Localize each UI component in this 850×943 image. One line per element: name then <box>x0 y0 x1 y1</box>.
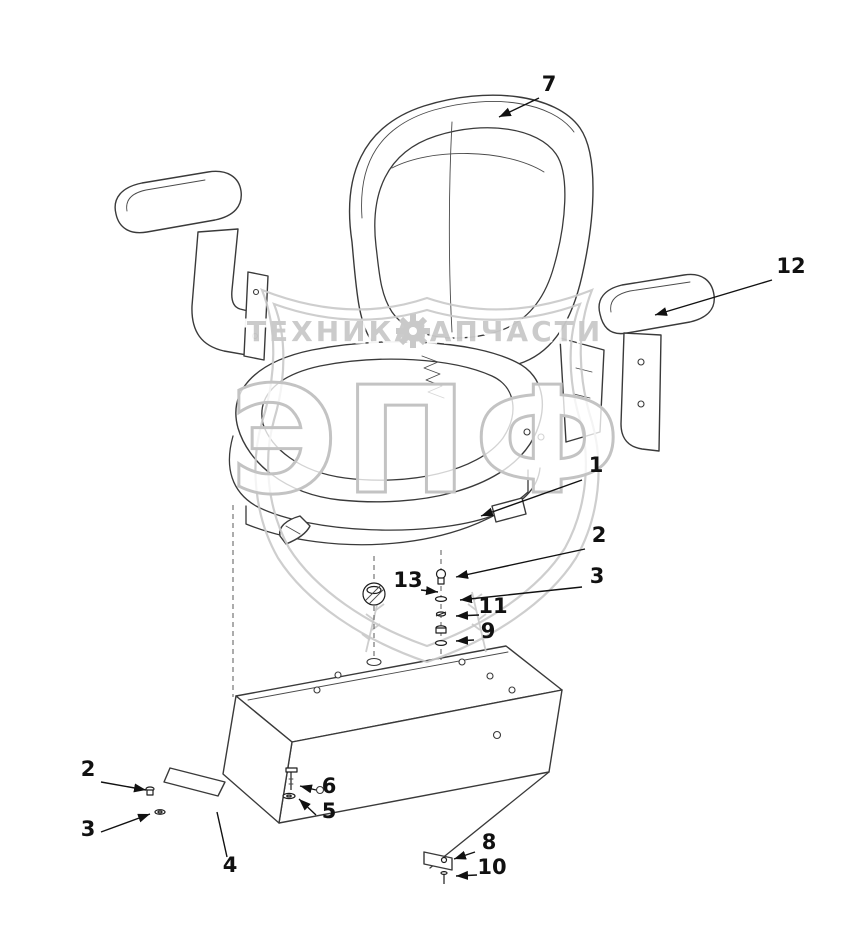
right-armrest-body <box>598 273 715 335</box>
gear-icon <box>396 314 430 348</box>
callouts: 7 12 1 2 3 13 11 9 <box>81 72 806 880</box>
callout-9: 9 <box>455 619 496 645</box>
washer-3 <box>434 595 448 602</box>
backrest-top-edge-line <box>361 101 575 219</box>
side-bolt-2 <box>537 433 545 441</box>
callout-label: 5 <box>322 799 337 823</box>
cushion-outline <box>235 341 543 503</box>
stud-10-washer <box>440 870 448 875</box>
callout-label: 2 <box>81 757 96 781</box>
left-seat-bracket <box>243 271 269 361</box>
watermark-layer: ТЕХНИКА ЗАПЧАСТИ ЭПФ <box>228 288 626 664</box>
right-bracket-hole-1 <box>637 358 645 366</box>
cushion-inner-contour <box>261 358 514 481</box>
pedestal-right-foot <box>423 851 453 871</box>
watermark-monogram: ЭПФ <box>229 355 626 527</box>
callout-7: 7 <box>498 72 557 118</box>
grommet-seat-hole <box>366 657 382 667</box>
right-bracket-hole-2 <box>637 400 645 408</box>
callout-2-lower: 2 <box>81 757 147 793</box>
callout-label: 3 <box>81 817 96 841</box>
lock-washer-split <box>435 611 447 617</box>
backrest-inner-panel <box>374 127 566 339</box>
callout-label: 13 <box>393 568 422 592</box>
left-armrest-inner-line <box>126 179 206 212</box>
left-bracket-hole-2 <box>251 332 259 340</box>
callout-label: 8 <box>482 830 497 854</box>
nut-3-lower-inner <box>157 810 163 814</box>
callout-label: 6 <box>322 774 337 798</box>
top-hole-5 <box>508 686 516 694</box>
bolt-8 <box>440 856 448 864</box>
pedestal-left-foot <box>163 767 226 797</box>
bolt-6-threads <box>288 778 294 785</box>
left-bracket-hole-1 <box>252 288 260 296</box>
right-armrest-inner-line <box>610 281 691 313</box>
front-hole-2 <box>492 730 502 740</box>
bolt-2-lower-shank <box>146 789 154 796</box>
watermark-shield-inner <box>267 302 587 648</box>
callout-label: 1 <box>589 453 604 477</box>
callout-label: 9 <box>481 619 496 643</box>
bolt-6-head <box>285 767 298 773</box>
right-under-bracket <box>491 497 527 523</box>
side-bolt-1 <box>523 428 531 436</box>
pedestal-left-face <box>222 695 293 824</box>
callout-13: 13 <box>393 568 439 596</box>
callout-label: 7 <box>542 72 557 96</box>
callout-label: 3 <box>590 564 605 588</box>
left-armrest-body <box>114 170 242 234</box>
spring-boot <box>421 355 445 399</box>
nut-9-bottom <box>434 639 448 646</box>
callout-label: 4 <box>223 853 238 877</box>
right-armrest-bracket <box>620 332 662 452</box>
top-hole-1 <box>313 686 321 694</box>
callout-2-upper: 2 <box>455 523 607 579</box>
nut-9-body <box>435 627 447 634</box>
callout-11: 11 <box>455 594 508 620</box>
top-hole-3 <box>458 658 466 666</box>
pedestal-bottom-right-edge <box>429 771 550 869</box>
top-hole-2 <box>334 671 342 679</box>
callout-label: 12 <box>776 254 805 278</box>
adjust-lever-rib <box>285 525 301 535</box>
callout-6: 6 <box>299 774 337 798</box>
callout-label: 10 <box>477 855 506 879</box>
fasteners <box>145 568 448 884</box>
front-hole-1 <box>315 785 325 795</box>
bolt-head-2 <box>435 568 447 580</box>
callout-1: 1 <box>480 453 604 517</box>
right-side-slot-2 <box>573 393 591 399</box>
right-side-slot-1 <box>575 367 593 373</box>
watermark-shield-outer <box>254 288 600 664</box>
callout-5: 5 <box>298 798 337 823</box>
callout-label: 2 <box>592 523 607 547</box>
top-hole-4 <box>486 672 494 680</box>
backrest-upper-curve <box>391 153 545 173</box>
callout-8: 8 <box>453 830 497 860</box>
callout-12: 12 <box>654 254 806 316</box>
callout-10: 10 <box>455 855 507 880</box>
bolt-shank-2 <box>437 577 445 585</box>
callout-3-lower: 3 <box>81 813 151 841</box>
pedestal-drawing <box>163 645 563 871</box>
watermark-wheat-right <box>467 591 491 653</box>
callout-label: 11 <box>478 594 507 618</box>
grommet-13-hatch <box>365 585 385 604</box>
callout-3-upper: 3 <box>459 564 605 604</box>
callout-4: 4 <box>216 811 238 877</box>
washer-5-inner <box>286 794 292 798</box>
